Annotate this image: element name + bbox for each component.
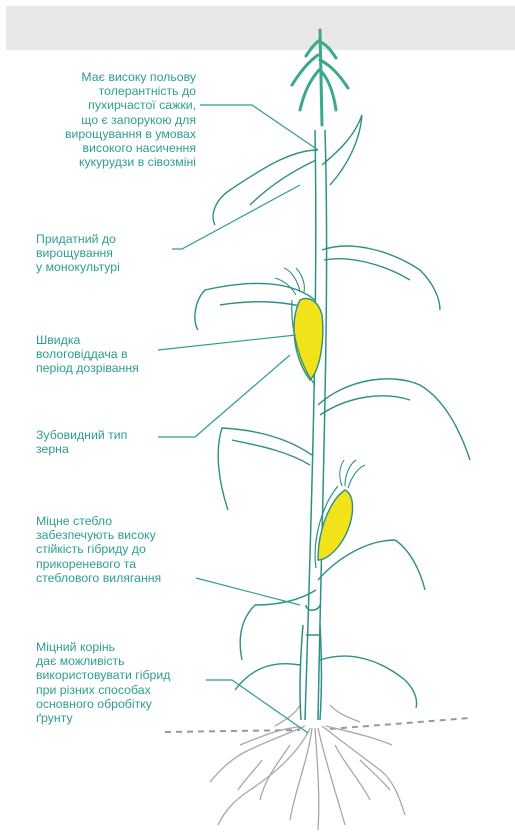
callout-line-strong-root bbox=[206, 680, 308, 733]
callout-lines bbox=[158, 105, 318, 733]
soil-line bbox=[165, 718, 470, 732]
callout-line-kernel-type bbox=[158, 355, 290, 437]
roots bbox=[210, 705, 405, 830]
callout-line-strong-stem bbox=[196, 578, 300, 605]
callout-line-monoculture bbox=[172, 185, 300, 249]
stalk bbox=[300, 130, 327, 720]
leaves bbox=[195, 115, 470, 708]
lower-cob bbox=[315, 460, 365, 568]
callout-line-moisture-release bbox=[158, 335, 296, 350]
tassel bbox=[292, 30, 348, 125]
callout-line-smut-tolerance bbox=[200, 105, 318, 150]
